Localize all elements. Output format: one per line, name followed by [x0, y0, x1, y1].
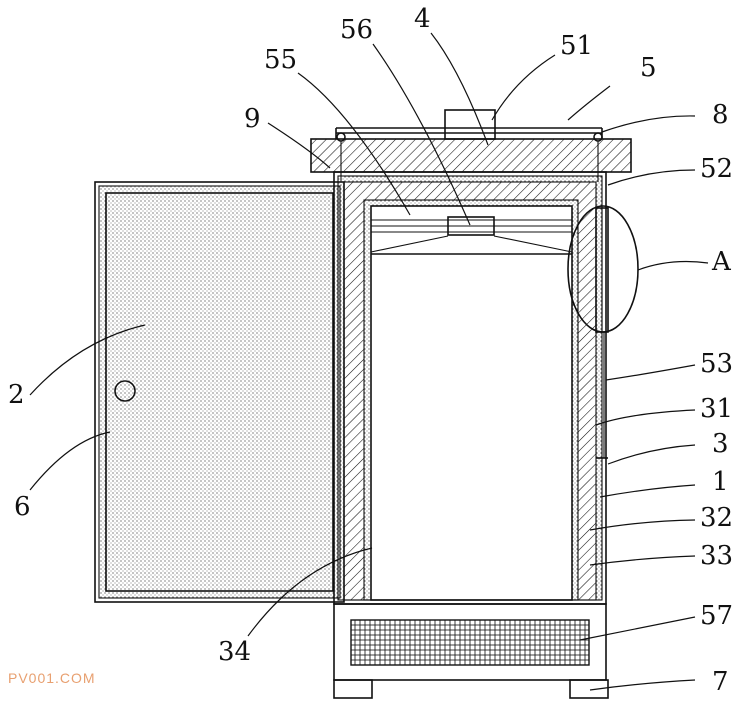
label-34: 34	[218, 637, 251, 667]
motor-housing	[444, 109, 496, 140]
label-3: 3	[712, 429, 729, 459]
label-6: 6	[14, 492, 31, 522]
side-panel	[567, 205, 639, 459]
label-33: 33	[700, 541, 733, 571]
label-A: A	[711, 247, 732, 277]
label-1: 1	[712, 467, 729, 497]
door-handle	[114, 380, 136, 402]
label-52: 52	[700, 154, 733, 184]
label-8: 8	[712, 100, 729, 130]
label-56: 56	[340, 15, 373, 45]
label-31: 31	[700, 394, 733, 424]
vent-grille	[350, 619, 590, 666]
leader-lines	[29, 32, 709, 691]
label-51: 51	[560, 31, 593, 61]
cabinet-body	[333, 171, 607, 605]
label-4: 4	[414, 4, 431, 34]
label-9: 9	[244, 104, 261, 134]
open-door	[94, 181, 345, 603]
label-32: 32	[700, 503, 733, 533]
base	[333, 603, 609, 699]
label-7: 7	[712, 667, 729, 697]
label-57: 57	[700, 601, 733, 631]
label-55: 55	[264, 45, 297, 75]
detail-A-marker	[567, 205, 639, 333]
label-5: 5	[640, 53, 657, 83]
watermark: PV001.COM	[8, 670, 96, 686]
label-53: 53	[700, 349, 733, 379]
part-labels: 4 56 51 55 5 9 8 52 A 2 53 31 3 1 6 32 3…	[8, 4, 733, 697]
fan-assembly	[370, 216, 573, 255]
label-2: 2	[8, 380, 25, 410]
